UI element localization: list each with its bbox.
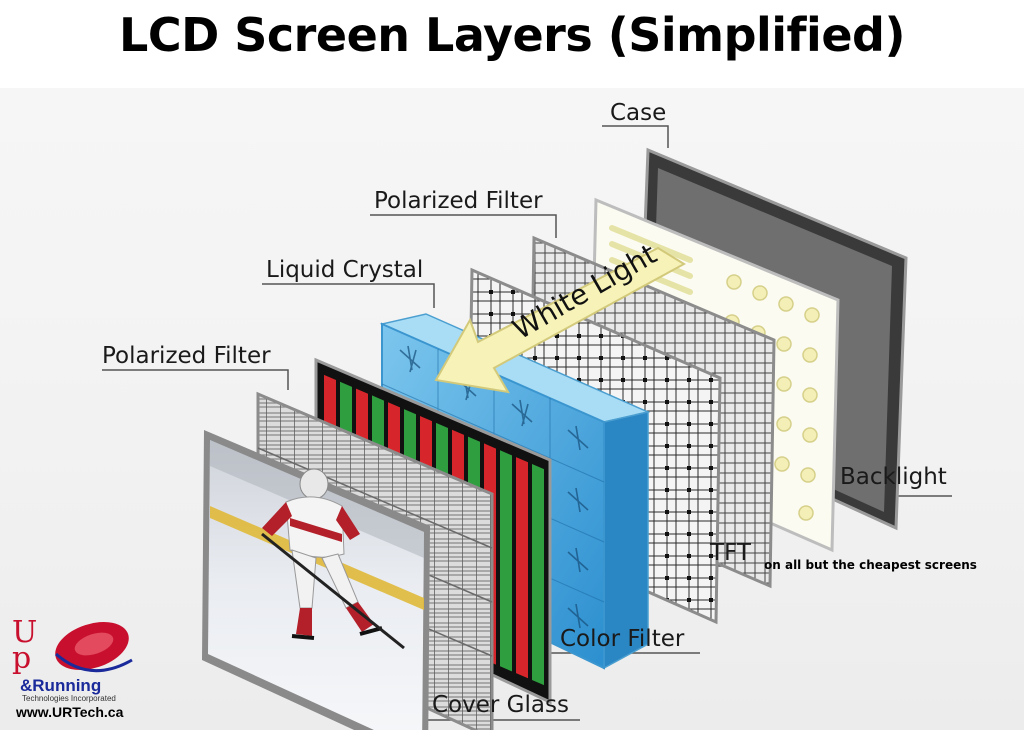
color-filter-stripe: [516, 457, 528, 679]
leader-polarized-front: [102, 369, 289, 390]
hockey-player-image: [261, 468, 405, 650]
label-polarized-filter-front: Polarized Filter: [102, 343, 271, 369]
label-backlight: Backlight: [840, 464, 947, 490]
label-liquid-crystal: Liquid Crystal: [266, 257, 424, 283]
lcd-layers-diagram: White Light: [55, 125, 952, 730]
urtech-logo: Up &Running Technologies Incorporated ww…: [8, 615, 148, 721]
label-tft-note: on all but the cheapest screens: [764, 558, 977, 572]
leader-case: [602, 125, 669, 148]
rink-yellow-line: [210, 506, 424, 610]
leader-polarized-back: [370, 214, 557, 238]
cover-glass-layer: [202, 430, 430, 730]
label-tft: TFT: [710, 540, 751, 566]
diagram-area: White Light: [0, 88, 1024, 730]
logo-url-text: www.URTech.ca: [16, 704, 124, 720]
logo-mouse-icon: [55, 622, 133, 673]
label-polarized-filter-back: Polarized Filter: [374, 188, 543, 214]
label-case: Case: [610, 100, 667, 126]
leader-liquid-crystal: [262, 283, 435, 308]
color-filter-stripe: [532, 464, 544, 686]
logo-company-text: Technologies Incorporated: [22, 694, 116, 703]
logo-running-text: &Running: [20, 676, 102, 695]
page-title: LCD Screen Layers (Simplified): [119, 8, 905, 62]
logo-up-text: Up: [12, 615, 38, 676]
label-cover-glass: Cover Glass: [432, 692, 569, 718]
label-color-filter: Color Filter: [560, 626, 685, 652]
color-filter-stripe: [500, 450, 512, 672]
